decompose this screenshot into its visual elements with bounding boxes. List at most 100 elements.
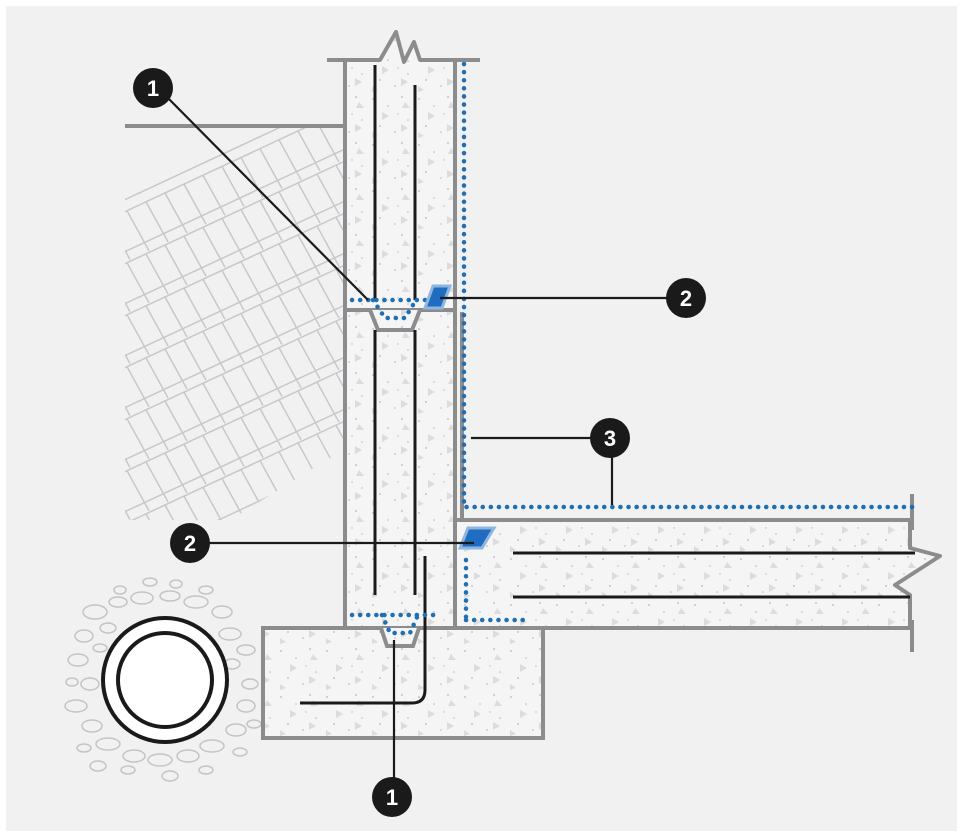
gravel-stone [183,595,209,609]
soil-hatch-line [125,323,131,364]
soil-hatch-line [145,461,169,503]
soil-hatch-line [316,329,340,371]
callout-2-upper: 2 [666,278,706,318]
soil-hatch-line [316,277,340,319]
soil-hatch-line [125,245,343,387]
soil-hatch-line [183,495,207,520]
soil-hatch-line [125,401,343,520]
gravel-stone [198,585,214,595]
gravel-stone [159,590,181,602]
soil-hatch-line [335,164,343,206]
soil-hatch-line [145,409,169,451]
gravel-stone [65,677,79,687]
soil-hatch-line [278,399,302,441]
soil-hatch-line [335,424,343,466]
soil-hatch-line [164,296,188,338]
soil-hatch-line [164,192,188,234]
gravel-stone [76,743,92,753]
gravel-stone [74,629,94,643]
soil-hatch-line [316,381,340,423]
gravel-bed-icon [64,577,262,782]
soil-hatch-line [125,126,343,231]
soil-hatch-line [221,218,245,259]
soil-hatch-line [278,347,302,389]
soil-hatch-line [145,305,169,347]
soil-hatch-line [125,205,343,347]
gravel-stone [80,677,100,691]
soil-hatch-line [221,322,245,363]
gravel-stone [236,644,256,656]
soil-hatch-line [297,338,321,380]
soil-hatch-line [125,479,131,520]
soil-hatch-line [126,262,150,304]
soil-hatch-line [164,400,188,442]
soil-hatch-line [297,234,321,276]
gravel-stone [95,737,121,751]
soil-hatch-line [335,216,343,258]
soil-hatch-line [259,200,283,242]
soil-hatch-line [126,314,150,356]
soil-hatch-line [278,191,302,233]
soil-hatch-line [278,243,302,285]
soil-hatch-line [183,183,207,225]
soil-hatch-line [125,193,343,335]
gravel-stone [113,585,127,595]
floor-slab [453,518,942,630]
gravel-stone [67,653,89,667]
soil-hatch-line [164,348,188,390]
gravel-stone [122,749,146,763]
soil-hatch-line [221,166,245,207]
soil-hatch-line [125,375,131,416]
gravel-stone [120,765,136,775]
soil-hatch-line [240,209,264,250]
soil-hatch-line [297,390,321,432]
soil-hatch-line [164,244,188,286]
soil-hatch-line [202,226,226,268]
rebar [300,65,915,705]
gravel-stone [130,591,154,605]
gravel-stone [99,622,117,634]
soil-hatch-line [297,286,321,328]
soil-hatch-line [164,504,188,520]
gravel-stone [147,753,173,767]
callout-1-bottom-label: 1 [386,785,398,810]
soil-hatch-line [259,148,283,190]
soil-hatch-line [145,201,169,243]
soil-hatch-line [183,235,207,277]
soil-hatch-line [125,126,343,243]
soil-hatch-line [183,287,207,329]
soil-hatch-line [183,339,207,381]
soil-hatch-line [202,278,226,320]
soil-hatch-line [240,417,264,458]
soil-hatch-line [125,271,131,312]
soil-hatch-line [316,173,340,215]
gravel-stone [92,643,108,653]
gravel-stone [241,678,259,690]
gravel-stone [108,596,128,608]
soil-hatch-line [125,309,343,451]
soil-hatch-line [164,452,188,494]
soil-hatch-line [202,330,226,372]
gravel-stone [82,604,108,620]
soil-hatch-line [125,257,343,399]
gravel-stone [198,765,214,775]
soil-hatch-line [125,413,343,520]
soil-hatch-line [183,443,207,485]
soil-hatch-line [259,408,283,450]
gravel-stone [169,579,183,589]
soil-hatch-line [221,270,245,311]
soil-hatch-line [202,174,226,216]
soil-hatch-line [278,295,302,337]
gravel-stone [236,699,256,713]
soil-hatch-line [125,141,343,283]
soil-hatch-line [202,382,226,424]
gravel-stone [161,770,179,782]
callout-2-upper-label: 2 [680,286,692,311]
callout-1-top: 1 [133,68,173,108]
gravel-stone [176,749,200,763]
soil-hatch-line [297,182,321,224]
soil-hatch-line [125,219,131,260]
soil-hatch-line [240,313,264,354]
soil-hatch-line [145,253,169,295]
